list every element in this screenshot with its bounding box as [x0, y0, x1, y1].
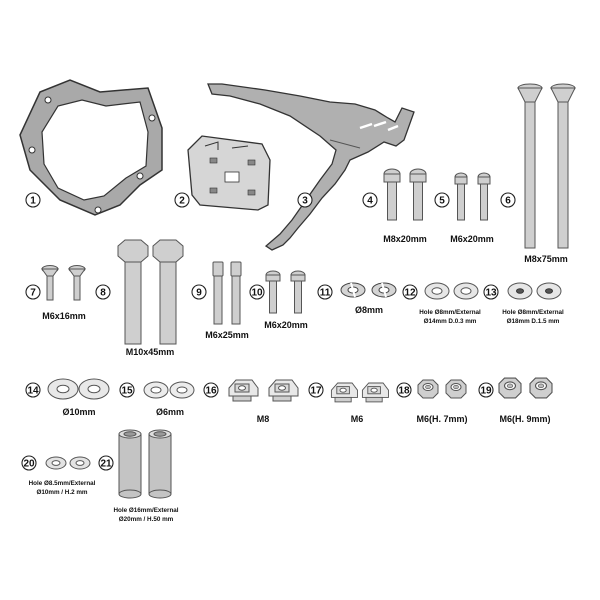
part-label-18: M6(H. 7mm)	[416, 414, 467, 424]
part-label-6: M8x75mm	[524, 254, 568, 264]
bolt-icon	[212, 261, 242, 325]
washer-icon	[47, 378, 110, 400]
part-number: 5	[439, 196, 445, 207]
washer-icon	[424, 282, 479, 300]
part-label-13-line1: Hole Ø8mm/External	[502, 309, 564, 316]
part-number: 18	[398, 386, 410, 397]
part-number: 21	[100, 459, 112, 470]
part-number-callout: 16	[203, 382, 219, 398]
part-number: 11	[320, 288, 331, 299]
part-number-callout: 8	[95, 284, 111, 300]
bolt-icon	[41, 265, 86, 301]
part-number: 12	[404, 288, 416, 299]
part-label-9: M6x25mm	[205, 330, 249, 340]
plate-bracket-icon	[19, 79, 163, 216]
part-number: 19	[480, 386, 492, 397]
part-number-callout: 18	[396, 382, 412, 398]
part-label-13-line2: Ø18mm D.1.5 mm	[507, 318, 560, 325]
washer-icon	[45, 456, 91, 470]
part-number-callout: 1	[25, 192, 41, 208]
part-label-10: M6x20mm	[264, 320, 308, 330]
part-number: 17	[310, 386, 322, 397]
part-number-callout: 7	[25, 284, 41, 300]
bolt-icon	[517, 83, 576, 249]
part-number: 7	[30, 288, 36, 299]
bolt-icon	[454, 172, 491, 221]
part-number-callout: 15	[119, 382, 135, 398]
part-label-21-line2: Ø20mm / H.50 mm	[119, 516, 174, 523]
part-number: 4	[367, 196, 373, 207]
part-label-14: Ø10mm	[62, 407, 95, 417]
part-number-callout: 12	[402, 284, 418, 300]
bolt-icon	[383, 168, 427, 221]
part-number: 6	[505, 196, 511, 207]
part-label-20-line2: Ø10mm / H.2 mm	[36, 489, 87, 496]
cage-nut-icon	[228, 379, 299, 402]
part-number: 8	[100, 288, 106, 299]
part-number: 10	[251, 288, 263, 299]
part-number-callout: 2	[174, 192, 190, 208]
washer-icon	[340, 282, 397, 298]
part-label-19: M6(H. 9mm)	[499, 414, 550, 424]
washer-icon	[507, 282, 562, 300]
part-label-21-line1: Hole Ø16mm/External	[113, 507, 178, 514]
part-number-callout: 11	[317, 284, 333, 300]
part-number-callout: 5	[434, 192, 450, 208]
part-number: 1	[30, 196, 36, 207]
part-label-16: M8	[257, 414, 270, 424]
part-number-callout: 14	[25, 382, 41, 398]
rack-arm-icon	[207, 83, 415, 251]
part-number-callout: 21	[98, 455, 114, 471]
part-label-12-line2: Ø14mm D.0.3 mm	[424, 318, 477, 325]
adapter-plate-icon	[187, 135, 271, 211]
part-label-15: Ø6mm	[156, 407, 184, 417]
part-number-callout: 10	[249, 284, 265, 300]
part-number-callout: 19	[478, 382, 494, 398]
part-number: 9	[196, 288, 202, 299]
part-label-12-line1: Hole Ø8mm/External	[419, 309, 481, 316]
part-label-20-line1: Hole Ø8.5mm/External	[29, 480, 96, 487]
part-number-callout: 9	[191, 284, 207, 300]
part-label-11: Ø8mm	[355, 305, 383, 315]
part-number: 16	[205, 386, 217, 397]
part-label-4: M8x20mm	[383, 234, 427, 244]
part-number-callout: 6	[500, 192, 516, 208]
part-number: 3	[302, 196, 308, 207]
bolt-icon	[265, 270, 306, 314]
washer-icon	[143, 381, 195, 399]
part-number: 13	[485, 288, 497, 299]
part-number: 20	[23, 459, 35, 470]
part-label-8: M10x45mm	[126, 347, 175, 357]
lock-nut-icon	[417, 379, 467, 399]
part-label-7: M6x16mm	[42, 311, 86, 321]
part-number: 14	[27, 386, 39, 397]
bolt-icon	[117, 239, 184, 345]
part-number-callout: 13	[483, 284, 499, 300]
lock-nut-icon	[498, 377, 553, 399]
part-number: 2	[179, 196, 185, 207]
cage-nut-icon	[330, 382, 389, 403]
part-number: 15	[121, 386, 133, 397]
spacer-tube-icon	[118, 429, 172, 499]
part-number-callout: 4	[362, 192, 378, 208]
part-label-17: M6	[351, 414, 364, 424]
part-number-callout: 17	[308, 382, 324, 398]
part-number-callout: 20	[21, 455, 37, 471]
part-label-5: M6x20mm	[450, 234, 494, 244]
part-number-callout: 3	[297, 192, 313, 208]
